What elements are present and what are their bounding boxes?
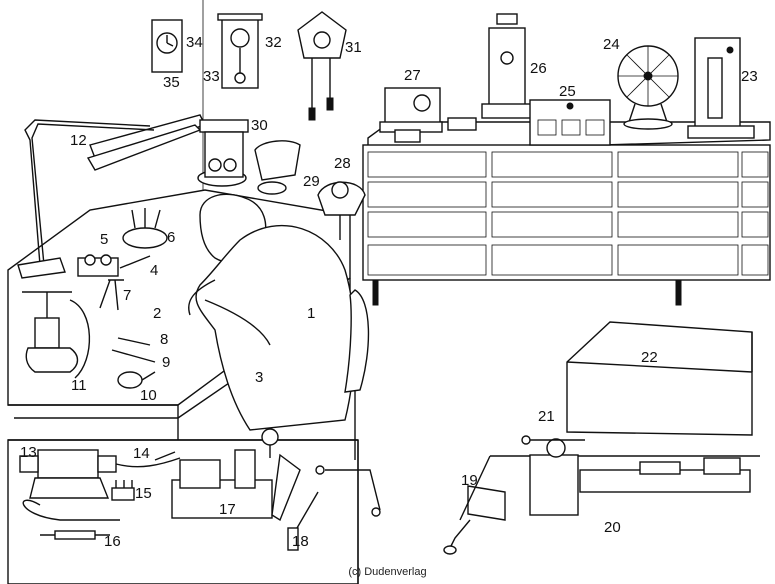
label-31: 31 <box>345 39 362 56</box>
blower-10 <box>117 371 156 389</box>
machine-23 <box>687 37 755 139</box>
label-24: 24 <box>603 36 620 53</box>
label-15: 15 <box>135 485 152 502</box>
label-21: 21 <box>538 408 555 425</box>
label-28: 28 <box>334 155 351 172</box>
label-8: 8 <box>160 331 168 348</box>
label-33: 33 <box>203 68 220 85</box>
screwdriver-4 <box>119 255 151 269</box>
control-panel-25 <box>529 99 611 146</box>
label-23: 23 <box>741 68 758 85</box>
label-16: 16 <box>104 533 121 550</box>
label-30: 30 <box>251 117 268 134</box>
label-10: 10 <box>140 387 157 404</box>
label-14: 14 <box>133 445 150 462</box>
cuckoo-clock-31 <box>297 11 347 121</box>
cleaning-machine-30 <box>197 119 249 187</box>
label-2: 2 <box>153 305 161 322</box>
screwdriver-18 <box>287 491 319 551</box>
label-3: 3 <box>255 369 263 386</box>
number-labels: 1 2 3 4 5 6 7 8 9 10 11 12 13 14 15 16 1… <box>20 34 758 550</box>
label-35: 35 <box>163 74 180 91</box>
label-32: 32 <box>265 34 282 51</box>
label-17: 17 <box>219 501 236 518</box>
micromotor-13 <box>19 449 181 499</box>
label-22: 22 <box>641 349 658 366</box>
brush-9 <box>111 349 156 363</box>
lathe-17 <box>171 428 301 522</box>
label-19: 19 <box>461 472 478 489</box>
label-9: 9 <box>162 354 170 371</box>
label-20: 20 <box>604 519 621 536</box>
label-6: 6 <box>167 229 175 246</box>
bench-block-5 <box>77 254 119 277</box>
label-7: 7 <box>123 287 131 304</box>
label-12: 12 <box>70 132 87 149</box>
label-11: 11 <box>71 377 87 394</box>
pendulum-clock-32 <box>217 13 263 89</box>
label-25: 25 <box>559 83 576 100</box>
label-5: 5 <box>100 231 108 248</box>
label-34: 34 <box>186 34 203 51</box>
tool-15 <box>111 480 135 501</box>
label-26: 26 <box>530 60 547 77</box>
copyright-credit: (c) Dudenverlag <box>348 566 427 578</box>
bench-vise-28 <box>317 181 366 240</box>
vacuum-bell-26 <box>481 13 533 119</box>
cabinet-22 <box>566 321 753 436</box>
cabinet-bench <box>362 121 771 306</box>
lathe-20 <box>459 438 760 521</box>
watchmaker-figure <box>188 193 381 517</box>
instrument-27 <box>379 87 477 143</box>
wall-clock-34 <box>151 19 183 73</box>
label-29: 29 <box>303 173 320 190</box>
label-1: 1 <box>307 305 315 322</box>
label-18: 18 <box>292 533 309 550</box>
tweezers-14 <box>154 451 176 461</box>
timing-rack-24 <box>617 45 679 130</box>
tweezers-7 <box>99 279 124 311</box>
headstock-21 <box>521 435 585 445</box>
staking-press-29 <box>254 140 301 195</box>
hand-crank-19 <box>443 485 506 555</box>
depthing-tool-11 <box>22 291 91 379</box>
file-8 <box>117 337 151 346</box>
oil-stand-6 <box>122 208 168 249</box>
cable-handpiece-16 <box>22 499 120 540</box>
label-27: 27 <box>404 67 421 84</box>
label-4: 4 <box>150 262 158 279</box>
label-13: 13 <box>20 444 37 461</box>
